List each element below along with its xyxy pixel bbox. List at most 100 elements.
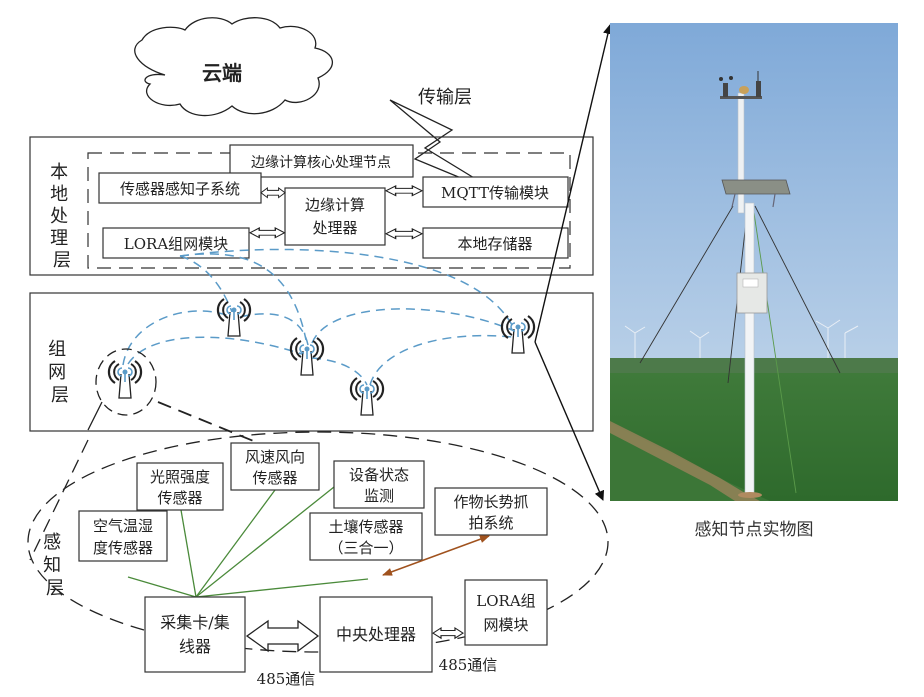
- photo-wind-sensor: [723, 83, 728, 97]
- svg-text:本 地 处: 本 地 处 理 层: [50, 162, 74, 271]
- mesh-link: [369, 334, 513, 386]
- photo-pole-lower: [744, 202, 755, 494]
- sensor-subsystem-box: [98, 172, 262, 204]
- collector-box: [144, 596, 246, 673]
- mqtt-module-box: [422, 176, 569, 208]
- local-layer-label: 本 地 处 理 层: [50, 162, 74, 271]
- mesh-link: [311, 308, 513, 344]
- network-layer-frame: [29, 292, 594, 432]
- local-layer-char: 地: [50, 184, 68, 205]
- light-sensor-label-line1: 光照强度: [150, 468, 210, 486]
- cloud-shape: [134, 17, 333, 117]
- crop-capture-link: [382, 535, 490, 576]
- network-node-tower-icon: [500, 314, 536, 355]
- photo-wind-turbines: [624, 319, 859, 358]
- edge-processor-box: [284, 187, 386, 246]
- sensor-links: [127, 486, 369, 598]
- device-status-label-line1: 设备状态: [349, 466, 409, 484]
- soil-sensor-label-line1: 土壤传感器: [328, 518, 403, 536]
- soil-sensor-label-line2: （三合一）: [328, 539, 403, 557]
- network-layer: 组 网 层: [29, 248, 594, 461]
- light-sensor-box: [136, 462, 224, 511]
- photo-caption: 感知节点实物图: [694, 520, 814, 540]
- mesh-link: [179, 253, 307, 341]
- bidirectional-arrow-icon: [432, 627, 464, 639]
- sensing-layer-label: 感 知 层: [43, 532, 67, 599]
- central-processor-label: 中央处理器: [336, 625, 416, 644]
- photo-pointer-arrow: [534, 24, 613, 343]
- collector-label-line1: 采集卡/集: [160, 613, 229, 632]
- wind-sensor-label-line1: 风速风向: [245, 448, 305, 466]
- network-node-tower-icon: [216, 297, 252, 338]
- edge-processor-label-line2: 处理器: [312, 219, 357, 237]
- mesh-link: [122, 310, 233, 366]
- local-layer-frame: [29, 136, 594, 276]
- sensing-layer: 感 知 层 空气温湿 度传感器 光照强度 传感器 风速风向 传感器 设备状态 监…: [27, 431, 609, 688]
- wind-sensor-box: [230, 442, 320, 491]
- wind-sensor-label-line2: 传感器: [252, 469, 297, 487]
- photo-antenna: [756, 81, 761, 97]
- sensor-link: [195, 578, 369, 598]
- bidirectional-arrow-icon: [385, 185, 423, 197]
- lora-module-box: [102, 227, 250, 259]
- sensing-node-photo: [610, 23, 898, 501]
- photo-solar-panel: [721, 179, 791, 195]
- mesh-links: [122, 248, 513, 386]
- local-layer-char: 本: [50, 162, 68, 183]
- photo-camera: [739, 86, 749, 94]
- mqtt-module-label: MQTT传输模块: [441, 184, 549, 202]
- comm-label-collector: 485通信: [257, 670, 316, 688]
- central-processor-box: [319, 596, 433, 673]
- edge-node-group-frame: [87, 152, 571, 269]
- collector-label-line2: 线器: [179, 637, 211, 656]
- local-processing-layer: 本 地 处 理 层 边缘计算核心处理节点 传感器感知子系统 LORA组网模块 边…: [29, 136, 594, 276]
- mesh-link: [239, 313, 309, 346]
- sensing-node-photo-drawing: [610, 23, 898, 501]
- air-sensor-label-line1: 空气温湿: [93, 517, 153, 535]
- lora-module-label: LORA组网模块: [124, 235, 228, 253]
- mesh-link: [179, 255, 233, 313]
- bidirectional-arrow-icon: [245, 619, 320, 653]
- zoom-connector-line: [157, 401, 301, 461]
- local-layer-char: 理: [50, 228, 68, 249]
- light-sensor-label-line2: 传感器: [157, 489, 202, 507]
- crop-capture-label-line1: 作物长势抓: [453, 493, 528, 511]
- zoom-connector-line: [29, 439, 89, 561]
- mesh-link: [179, 248, 513, 326]
- device-status-label-line2: 监测: [364, 487, 394, 505]
- mesh-link: [127, 336, 306, 365]
- air-sensor-label-line2: 度传感器: [93, 539, 153, 557]
- transport-layer-label: 传输层: [418, 87, 472, 108]
- mesh-link: [311, 357, 368, 386]
- air-sensor-box: [78, 510, 168, 562]
- crop-capture-box: [434, 487, 548, 536]
- bidirectional-arrow-icon: [249, 227, 286, 239]
- local-storage-box: [422, 227, 569, 259]
- photo-pointer-arrow: [534, 341, 605, 501]
- edge-node-group-label: 边缘计算核心处理节点: [251, 155, 391, 171]
- lora-node-label-line1: LORA组: [476, 592, 535, 610]
- sensor-link: [180, 509, 197, 598]
- crop-capture-label-line2: 拍系统: [468, 514, 513, 532]
- device-status-box: [333, 460, 425, 509]
- photo-field-path: [610, 423, 770, 501]
- edge-processor-label-line1: 边缘计算: [305, 196, 365, 214]
- photo-pole: [737, 92, 745, 214]
- edge-node-group-label-box: [229, 144, 414, 178]
- sensor-link: [195, 489, 276, 598]
- sensor-link: [127, 576, 197, 598]
- local-layer-char: 层: [53, 250, 71, 271]
- lora-node-box: [464, 579, 548, 646]
- sensor-subsystem-label: 传感器感知子系统: [120, 180, 240, 198]
- photo-sensor-crossbar: [720, 96, 762, 99]
- comm-label-lora: 485通信: [439, 656, 498, 674]
- sensing-node-highlight-circle: [95, 348, 157, 416]
- local-layer-char: 处: [50, 206, 68, 227]
- zoom-connector-line: [87, 401, 103, 431]
- cloud: 云端: [134, 17, 333, 117]
- photo-soil-strip: [610, 421, 760, 501]
- local-storage-label: 本地存储器: [457, 235, 532, 253]
- bidirectional-arrow-icon: [260, 187, 286, 199]
- network-layer-label: 组 网 层: [48, 339, 72, 406]
